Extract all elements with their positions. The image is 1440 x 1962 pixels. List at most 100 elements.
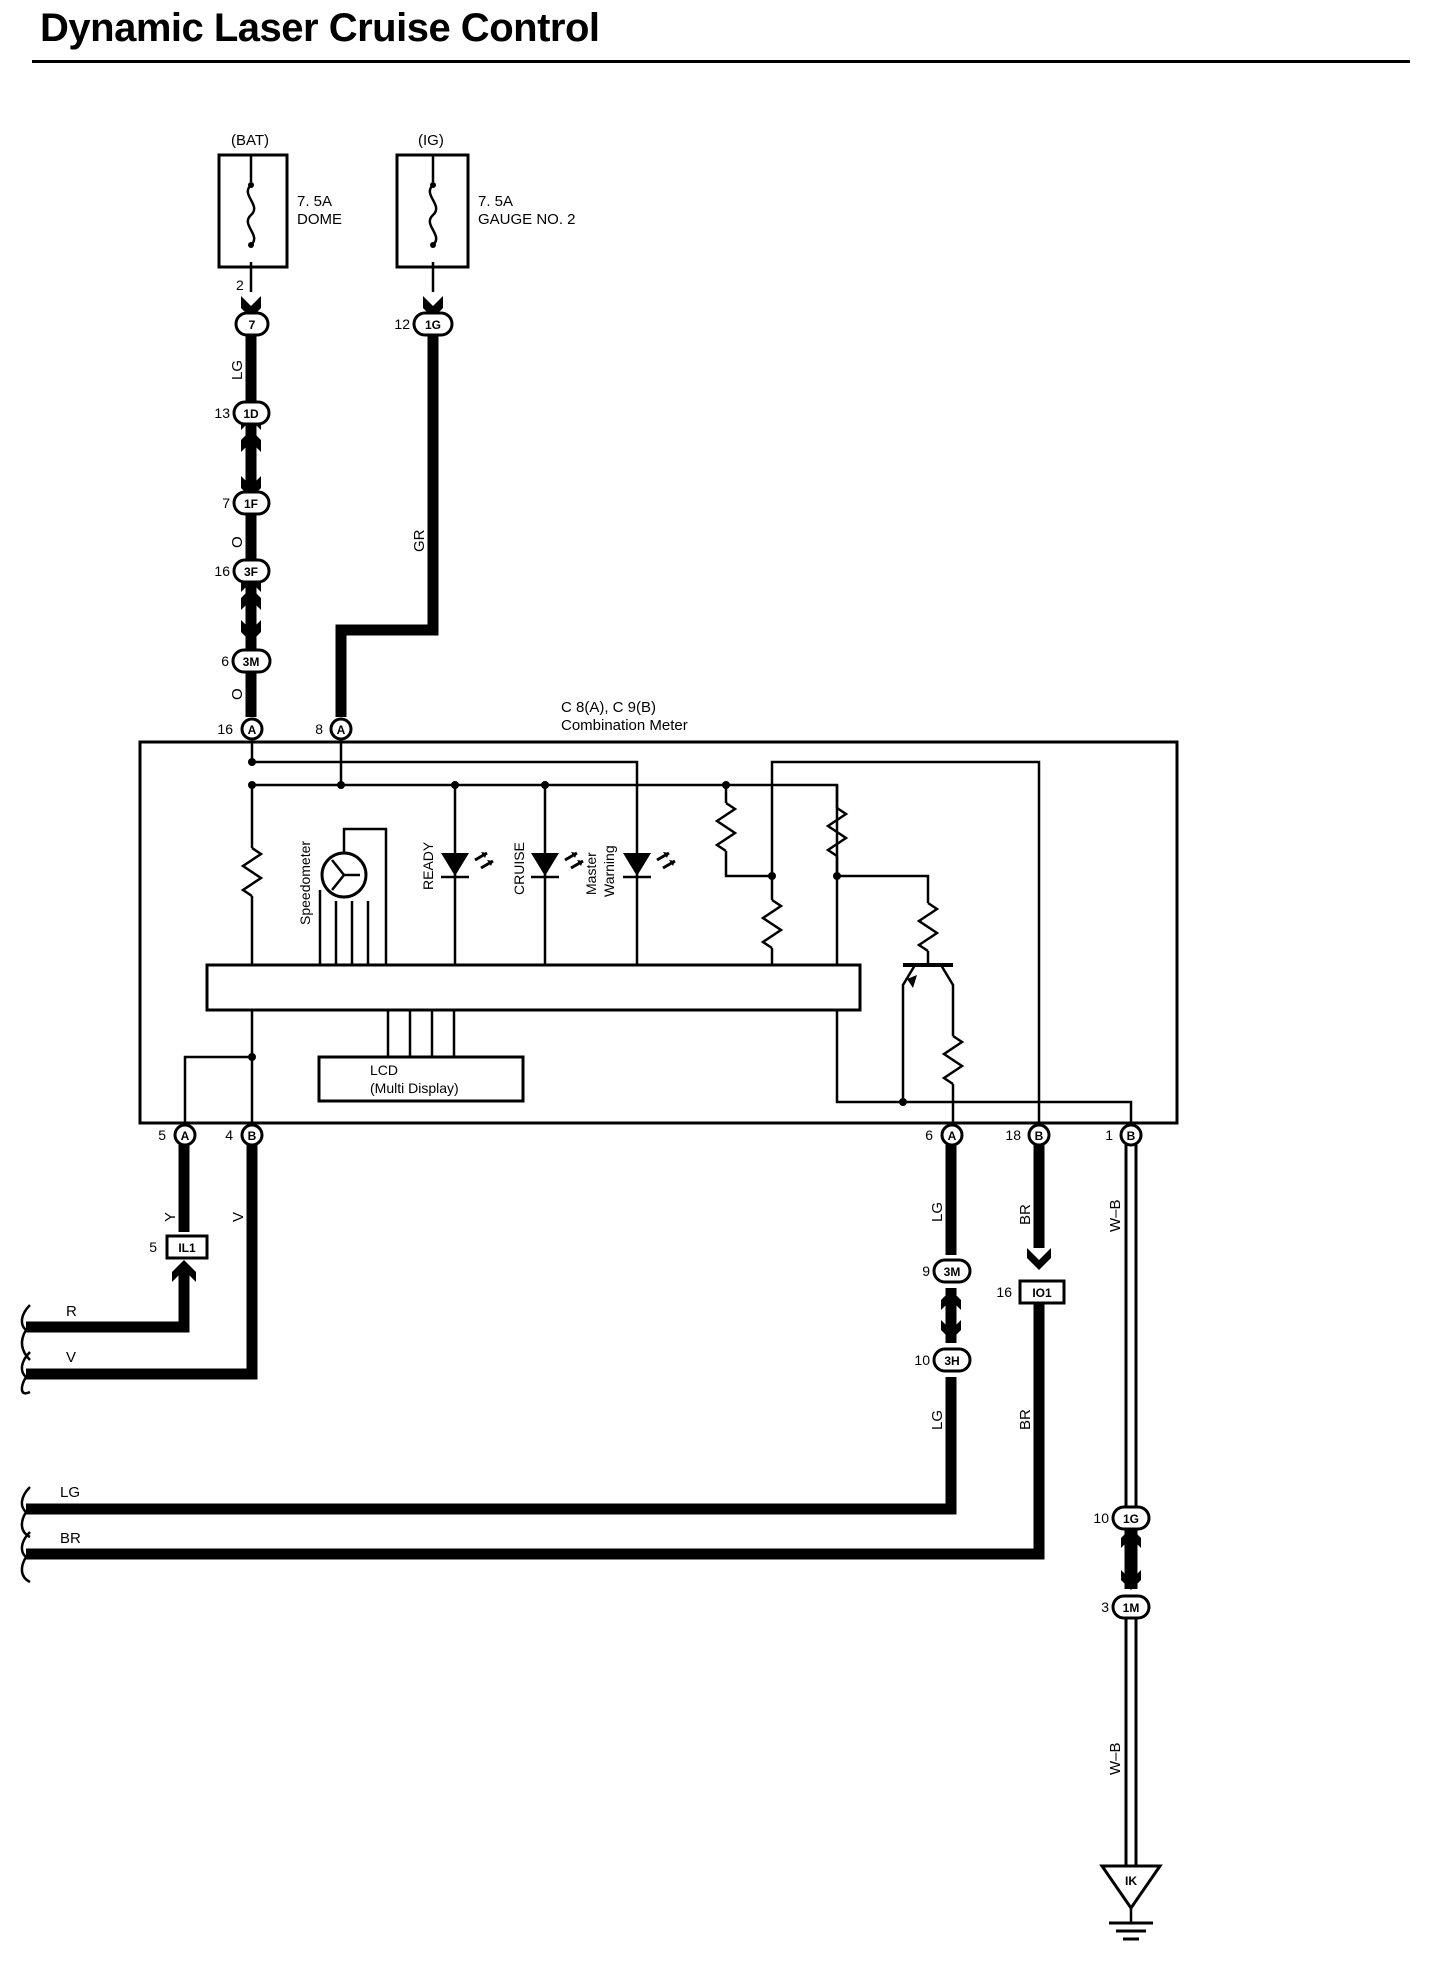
svg-text:18: 18 <box>1005 1127 1021 1143</box>
svg-text:LG: LG <box>929 1202 946 1222</box>
indicator-master: Master <box>583 852 599 895</box>
svg-text:A: A <box>948 1129 957 1143</box>
connector-chevrons <box>172 296 1141 1590</box>
wire-breaks <box>20 1304 31 1584</box>
svg-text:1G: 1G <box>425 318 441 332</box>
svg-text:3M: 3M <box>243 655 260 669</box>
output-labels: R V LG BR <box>60 1303 81 1547</box>
svg-text:B: B <box>248 1129 257 1143</box>
svg-text:1D: 1D <box>243 407 259 421</box>
svg-text:1M: 1M <box>1123 1601 1140 1615</box>
svg-text:B: B <box>1035 1129 1044 1143</box>
svg-text:13: 13 <box>214 405 230 421</box>
meter-name: Combination Meter <box>561 717 688 734</box>
wire-r <box>26 1268 190 1333</box>
meter-pin-b18: B 18 <box>1005 1123 1051 1147</box>
meter-pin-a8: A 8 <box>315 717 353 741</box>
svg-text:4: 4 <box>225 1127 233 1143</box>
svg-text:GR: GR <box>411 529 428 552</box>
svg-text:O: O <box>229 688 246 700</box>
svg-text:9: 9 <box>922 1263 930 1279</box>
svg-text:12: 12 <box>394 316 410 332</box>
svg-text:3F: 3F <box>244 565 258 579</box>
fuse-dome-name: DOME <box>297 211 342 228</box>
svg-text:O: O <box>229 536 246 548</box>
connector-3m-right: 3M 9 <box>922 1258 972 1284</box>
wire-v <box>26 1143 258 1380</box>
svg-text:B: B <box>1127 1129 1136 1143</box>
speedometer-label: Speedometer <box>297 841 313 925</box>
indicator-cruise: CRUISE <box>511 842 527 895</box>
fuse-gauge-rating: 7. 5A <box>478 193 513 210</box>
svg-text:6: 6 <box>221 653 229 669</box>
svg-text:2: 2 <box>236 277 244 293</box>
fuse-gauge-name: GAUGE NO. 2 <box>478 211 576 228</box>
svg-text:7: 7 <box>222 495 230 511</box>
page-title: Dynamic Laser Cruise Control <box>40 6 600 50</box>
meter-pin-a5: A 5 <box>158 1123 197 1147</box>
svg-text:A: A <box>248 723 257 737</box>
svg-text:1F: 1F <box>244 497 258 511</box>
svg-text:1: 1 <box>1105 1127 1113 1143</box>
svg-text:3: 3 <box>1101 1599 1109 1615</box>
fuse-gauge-source: (IG) <box>418 132 444 149</box>
svg-text:IL1: IL1 <box>178 1241 196 1255</box>
meter-pin-b4: B 4 <box>225 1123 264 1147</box>
lcd-sublabel: (Multi Display) <box>370 1080 459 1096</box>
svg-text:10: 10 <box>1093 1510 1109 1526</box>
indicator-warning: Warning <box>601 845 617 897</box>
meter-pin-a6: A 6 <box>925 1123 964 1147</box>
svg-text:A: A <box>337 723 346 737</box>
svg-text:5: 5 <box>158 1127 166 1143</box>
meter-pin-a16: A 16 <box>217 717 264 741</box>
svg-text:10: 10 <box>914 1352 930 1368</box>
meter-code: C 8(A), C 9(B) <box>561 699 656 716</box>
lcd-label: LCD <box>370 1062 398 1078</box>
led-ready: READY <box>420 785 494 965</box>
combination-meter: C 8(A), C 9(B) Combination Meter Speedo <box>138 699 1179 1125</box>
svg-text:3H: 3H <box>944 1354 959 1368</box>
svg-text:7: 7 <box>249 318 256 332</box>
connector-7: 7 2 <box>234 277 270 337</box>
svg-text:W–B: W–B <box>1107 1742 1124 1775</box>
fuse-dome-rating: 7. 5A <box>297 193 332 210</box>
indicator-ready: READY <box>420 841 436 890</box>
svg-text:Y: Y <box>162 1212 179 1222</box>
wire-br-lower <box>26 1303 1045 1560</box>
svg-text:6: 6 <box>925 1127 933 1143</box>
led-cruise: CRUISE <box>511 785 584 965</box>
connector-1m: 1M 3 <box>1101 1594 1151 1620</box>
svg-text:1G: 1G <box>1123 1512 1139 1526</box>
svg-text:BR: BR <box>1017 1204 1034 1225</box>
connector-3m-left: 3M 6 <box>221 648 272 674</box>
connector-3h: 3H 10 <box>914 1347 972 1373</box>
connector-io1: IO1 16 <box>996 1279 1066 1305</box>
led-master-warning: Master Warning <box>583 845 676 897</box>
connector-1f: 1F 7 <box>222 490 271 516</box>
wire-gauge-feed <box>335 334 439 717</box>
svg-text:LG: LG <box>929 1410 946 1430</box>
svg-text:8: 8 <box>315 721 323 737</box>
output-br: BR <box>60 1530 81 1547</box>
output-r: R <box>66 1303 77 1320</box>
svg-text:16: 16 <box>996 1284 1012 1300</box>
wire-lg-bottom <box>26 1377 957 1515</box>
connector-1g-top: 1G 12 <box>394 311 454 337</box>
fuse-gauge: (IG) 7. 5A GAUGE NO. 2 <box>395 132 576 269</box>
output-v: V <box>66 1349 76 1366</box>
svg-text:A: A <box>181 1129 190 1143</box>
svg-text:V: V <box>230 1212 247 1222</box>
output-lg: LG <box>60 1484 80 1501</box>
title-rule <box>32 60 1410 63</box>
svg-text:IK: IK <box>1125 1874 1137 1888</box>
svg-text:W–B: W–B <box>1107 1199 1124 1232</box>
svg-text:BR: BR <box>1017 1409 1034 1430</box>
connector-1g-bottom: 1G 10 <box>1093 1505 1151 1531</box>
svg-text:LG: LG <box>229 360 246 380</box>
svg-text:5: 5 <box>149 1239 157 1255</box>
wires <box>26 334 1138 1880</box>
connector-1d: 1D 13 <box>214 400 271 426</box>
ground-ik: IK <box>1099 1864 1163 1941</box>
wire-color-labels: LG O O GR Y V LG LG BR BR W–B W–B <box>162 360 1124 1775</box>
